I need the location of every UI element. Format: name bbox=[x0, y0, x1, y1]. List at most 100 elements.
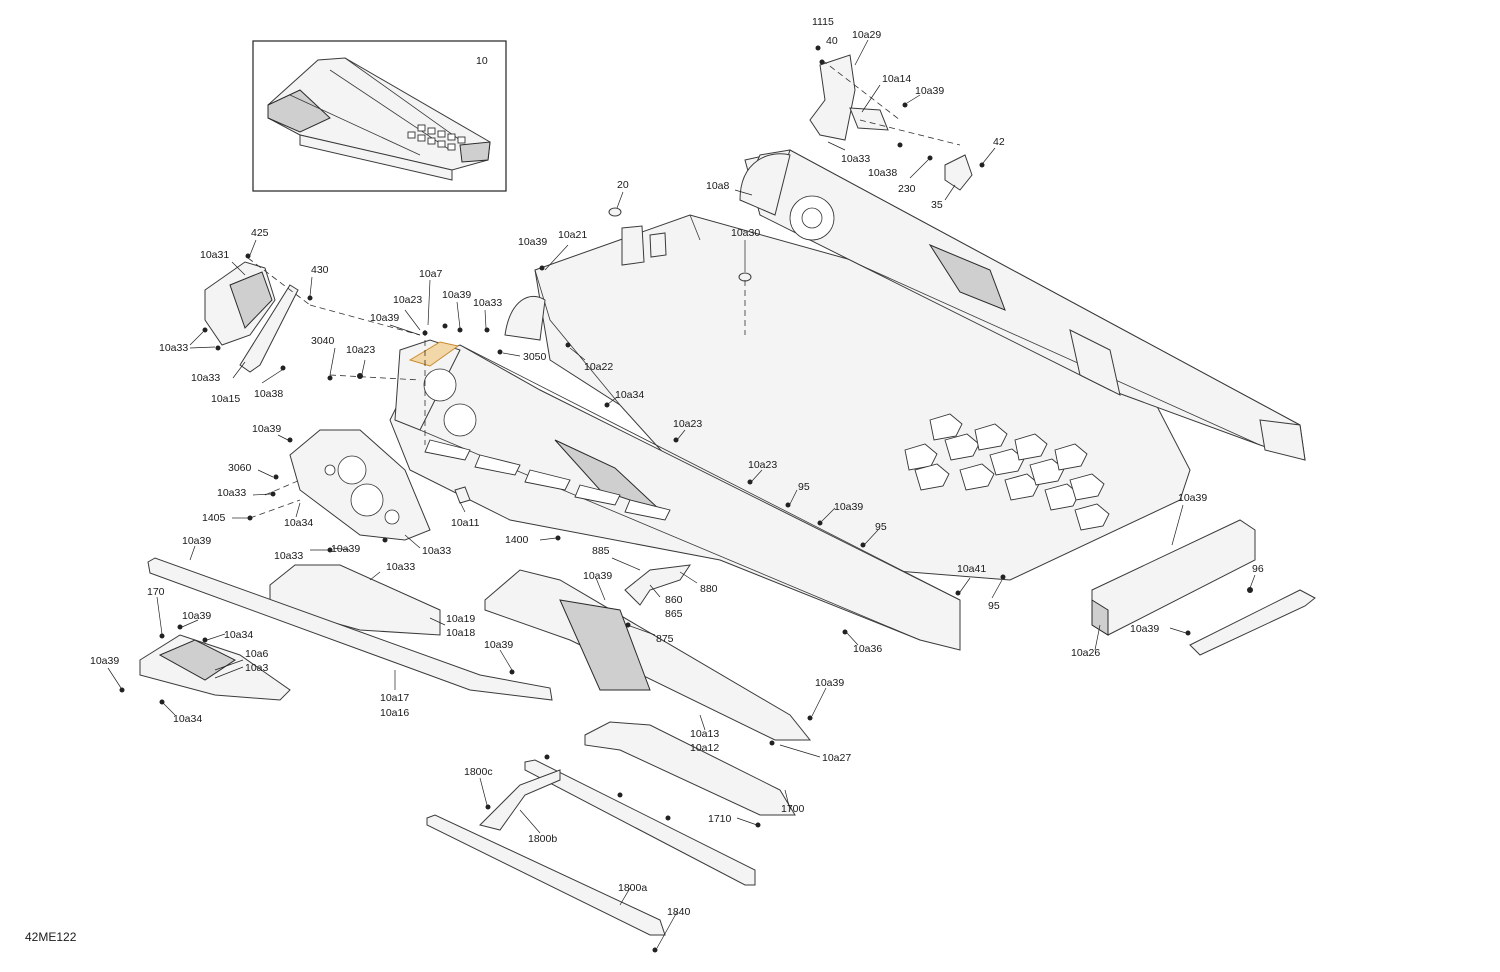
part-label-1710: 1710 bbox=[708, 813, 732, 825]
inset-chassis-drawing bbox=[267, 57, 491, 181]
part-label-875: 875 bbox=[656, 633, 674, 645]
front-bracket-10a15 bbox=[239, 284, 299, 373]
part-label-35: 35 bbox=[931, 199, 943, 211]
inset-overview: 10 bbox=[252, 40, 507, 192]
part-label-1700: 1700 bbox=[781, 803, 805, 815]
part-label-10a23: 10a23 bbox=[393, 294, 422, 306]
part-label-10a33: 10a33 bbox=[422, 545, 451, 557]
part-label-10a11: 10a11 bbox=[451, 517, 480, 529]
part-label-10a26: 10a26 bbox=[1071, 647, 1100, 659]
inset-cutouts bbox=[407, 124, 466, 151]
part-label-10a39: 10a39 bbox=[182, 610, 211, 622]
part-label-3040: 3040 bbox=[311, 335, 335, 347]
part-label-40: 40 bbox=[826, 35, 838, 47]
front-lower-bracket-10a6 bbox=[139, 634, 291, 701]
part-label-10a15: 10a15 bbox=[211, 393, 240, 405]
part-label-10a13: 10a13 bbox=[690, 728, 719, 740]
fastener-dots bbox=[119, 45, 1253, 953]
part-label-10a23: 10a23 bbox=[673, 418, 702, 430]
part-label-10a39: 10a39 bbox=[915, 85, 944, 97]
part-label-10a29: 10a29 bbox=[852, 29, 881, 41]
part-label-10a39: 10a39 bbox=[252, 423, 281, 435]
left-side-rail bbox=[389, 339, 961, 651]
running-board-1800b bbox=[524, 759, 756, 886]
part-label-10a33: 10a33 bbox=[191, 372, 220, 384]
mount-880 bbox=[624, 564, 692, 606]
part-label-3060: 3060 bbox=[228, 462, 252, 474]
part-label-425: 425 bbox=[251, 227, 269, 239]
part-label-10a21: 10a21 bbox=[558, 229, 587, 241]
arc-bracket-10a8 bbox=[739, 153, 791, 216]
rear-crossbeam-10a26 bbox=[1091, 519, 1256, 636]
part-label-10a39: 10a39 bbox=[331, 543, 360, 555]
part-label-10a6: 10a6 bbox=[245, 648, 269, 660]
part-label-885: 885 bbox=[592, 545, 610, 557]
part-label-10a33: 10a33 bbox=[473, 297, 502, 309]
bumper-strip-10a17 bbox=[147, 557, 553, 701]
leader-lines bbox=[107, 39, 1256, 949]
part-label-10a38: 10a38 bbox=[868, 167, 897, 179]
part-label-10a34: 10a34 bbox=[284, 517, 313, 529]
inset-label: 10 bbox=[476, 55, 488, 67]
part-label-10a39: 10a39 bbox=[834, 501, 863, 513]
part-label-10a19: 10a19 bbox=[446, 613, 475, 625]
rear-bar-96 bbox=[1189, 589, 1316, 656]
part-label-10a27: 10a27 bbox=[822, 752, 851, 764]
part-label-10a39: 10a39 bbox=[1130, 623, 1159, 635]
part-label-865: 865 bbox=[665, 608, 683, 620]
part-label-10a23: 10a23 bbox=[346, 344, 375, 356]
running-board-1800a bbox=[426, 814, 666, 936]
part-label-10a8: 10a8 bbox=[706, 180, 730, 192]
part-label-1800b: 1800b bbox=[528, 833, 557, 845]
part-label-10a34: 10a34 bbox=[173, 713, 202, 725]
top-bracket-10a29 bbox=[809, 54, 856, 141]
part-label-10a33: 10a33 bbox=[217, 487, 246, 499]
part-label-10a39: 10a39 bbox=[583, 570, 612, 582]
grommet-20 bbox=[608, 207, 622, 217]
part-label-20: 20 bbox=[617, 179, 629, 191]
part-label-10a33: 10a33 bbox=[841, 153, 870, 165]
part-label-10a39: 10a39 bbox=[484, 639, 513, 651]
part-label-10a3: 10a3 bbox=[245, 662, 269, 674]
part-label-10a18: 10a18 bbox=[446, 627, 475, 639]
part-label-10a41: 10a41 bbox=[957, 563, 986, 575]
part-label-96: 96 bbox=[1252, 563, 1264, 575]
part-label-1115: 1115 bbox=[812, 16, 834, 28]
left-front-plate bbox=[289, 429, 431, 541]
small-part-10a11 bbox=[454, 486, 471, 504]
part-label-860: 860 bbox=[665, 594, 683, 606]
front-bracket-10a31 bbox=[204, 261, 276, 346]
part-label-10a39: 10a39 bbox=[518, 236, 547, 248]
part-label-230: 230 bbox=[898, 183, 916, 195]
part-label-1800a: 1800a bbox=[618, 882, 647, 894]
part-label-10a34: 10a34 bbox=[224, 629, 253, 641]
left-rail-lightening-holes bbox=[424, 439, 671, 521]
bracket-1800c bbox=[479, 769, 561, 831]
part-label-10a39: 10a39 bbox=[442, 289, 471, 301]
part-label-10a31: 10a31 bbox=[200, 249, 229, 261]
part-label-10a38: 10a38 bbox=[254, 388, 283, 400]
part-label-1400: 1400 bbox=[505, 534, 529, 546]
part-label-10a33: 10a33 bbox=[386, 561, 415, 573]
part-label-10a17: 10a17 bbox=[380, 692, 409, 704]
part-labels: 1115 40 10a29 10a14 10a39 10a33 10a38 42… bbox=[90, 16, 1264, 918]
part-label-10a39: 10a39 bbox=[815, 677, 844, 689]
part-label-10a23: 10a23 bbox=[748, 459, 777, 471]
part-label-42: 42 bbox=[993, 136, 1005, 148]
part-label-10a36: 10a36 bbox=[853, 643, 882, 655]
small-part-10a21-arc bbox=[504, 295, 546, 341]
part-label-95: 95 bbox=[988, 600, 1000, 612]
part-label-1800c: 1800c bbox=[464, 766, 493, 778]
part-label-10a39: 10a39 bbox=[370, 312, 399, 324]
running-board-1700 bbox=[584, 721, 796, 816]
part-label-10a33: 10a33 bbox=[274, 550, 303, 562]
part-label-430: 430 bbox=[311, 264, 329, 276]
part-label-95: 95 bbox=[875, 521, 887, 533]
part-label-1405: 1405 bbox=[202, 512, 226, 524]
part-label-10a7: 10a7 bbox=[419, 268, 443, 280]
part-label-10a16: 10a16 bbox=[380, 707, 409, 719]
top-bracket-35 bbox=[944, 154, 973, 191]
highlighted-part-10a7 bbox=[408, 341, 460, 367]
part-label-880: 880 bbox=[700, 583, 718, 595]
